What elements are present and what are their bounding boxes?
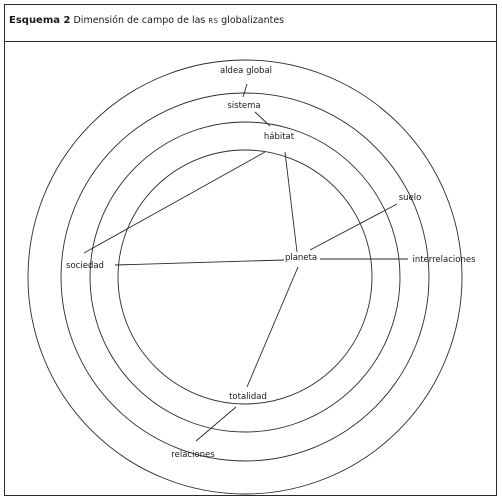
label-sociedad: sociedad bbox=[66, 261, 104, 271]
label-relaciones: relaciones bbox=[171, 450, 215, 460]
third-circle bbox=[89, 121, 401, 433]
label-totalidad: totalidad bbox=[229, 392, 267, 402]
title-suffix: globalizantes bbox=[221, 15, 285, 26]
connector-sociedad-planeta bbox=[114, 259, 285, 266]
label-aldea-global: aldea global bbox=[220, 66, 272, 76]
label-habitat: hábitat bbox=[264, 132, 295, 142]
title-label: Esquema 2 bbox=[9, 15, 71, 26]
figure-header: Esquema 2 Dimensión de campo de las RS g… bbox=[5, 5, 496, 42]
connector-totalidad-relaciones bbox=[195, 406, 237, 442]
connector-aldea-sistema bbox=[242, 83, 248, 98]
connector-habitat-planeta bbox=[284, 151, 298, 253]
label-suelo: suelo bbox=[399, 193, 422, 203]
outer-circle bbox=[27, 59, 463, 495]
title-text: Dimensión de campo de las bbox=[73, 15, 206, 26]
title-abbrev: RS bbox=[208, 17, 219, 25]
figure-title: Esquema 2 Dimensión de campo de las RS g… bbox=[9, 15, 284, 26]
label-interrelaciones: interrelaciones bbox=[412, 255, 476, 265]
figure-frame: Esquema 2 Dimensión de campo de las RS g… bbox=[4, 4, 497, 496]
label-sistema: sistema bbox=[227, 101, 260, 111]
label-planeta: planeta bbox=[285, 253, 317, 263]
second-circle bbox=[60, 92, 430, 462]
connector-habitat-sociedad bbox=[83, 151, 266, 254]
inner-circle bbox=[117, 149, 373, 405]
connector-sistema-habitat bbox=[254, 111, 271, 127]
connector-planeta-totalidad bbox=[246, 266, 299, 388]
connector-planeta-suelo bbox=[309, 203, 398, 251]
